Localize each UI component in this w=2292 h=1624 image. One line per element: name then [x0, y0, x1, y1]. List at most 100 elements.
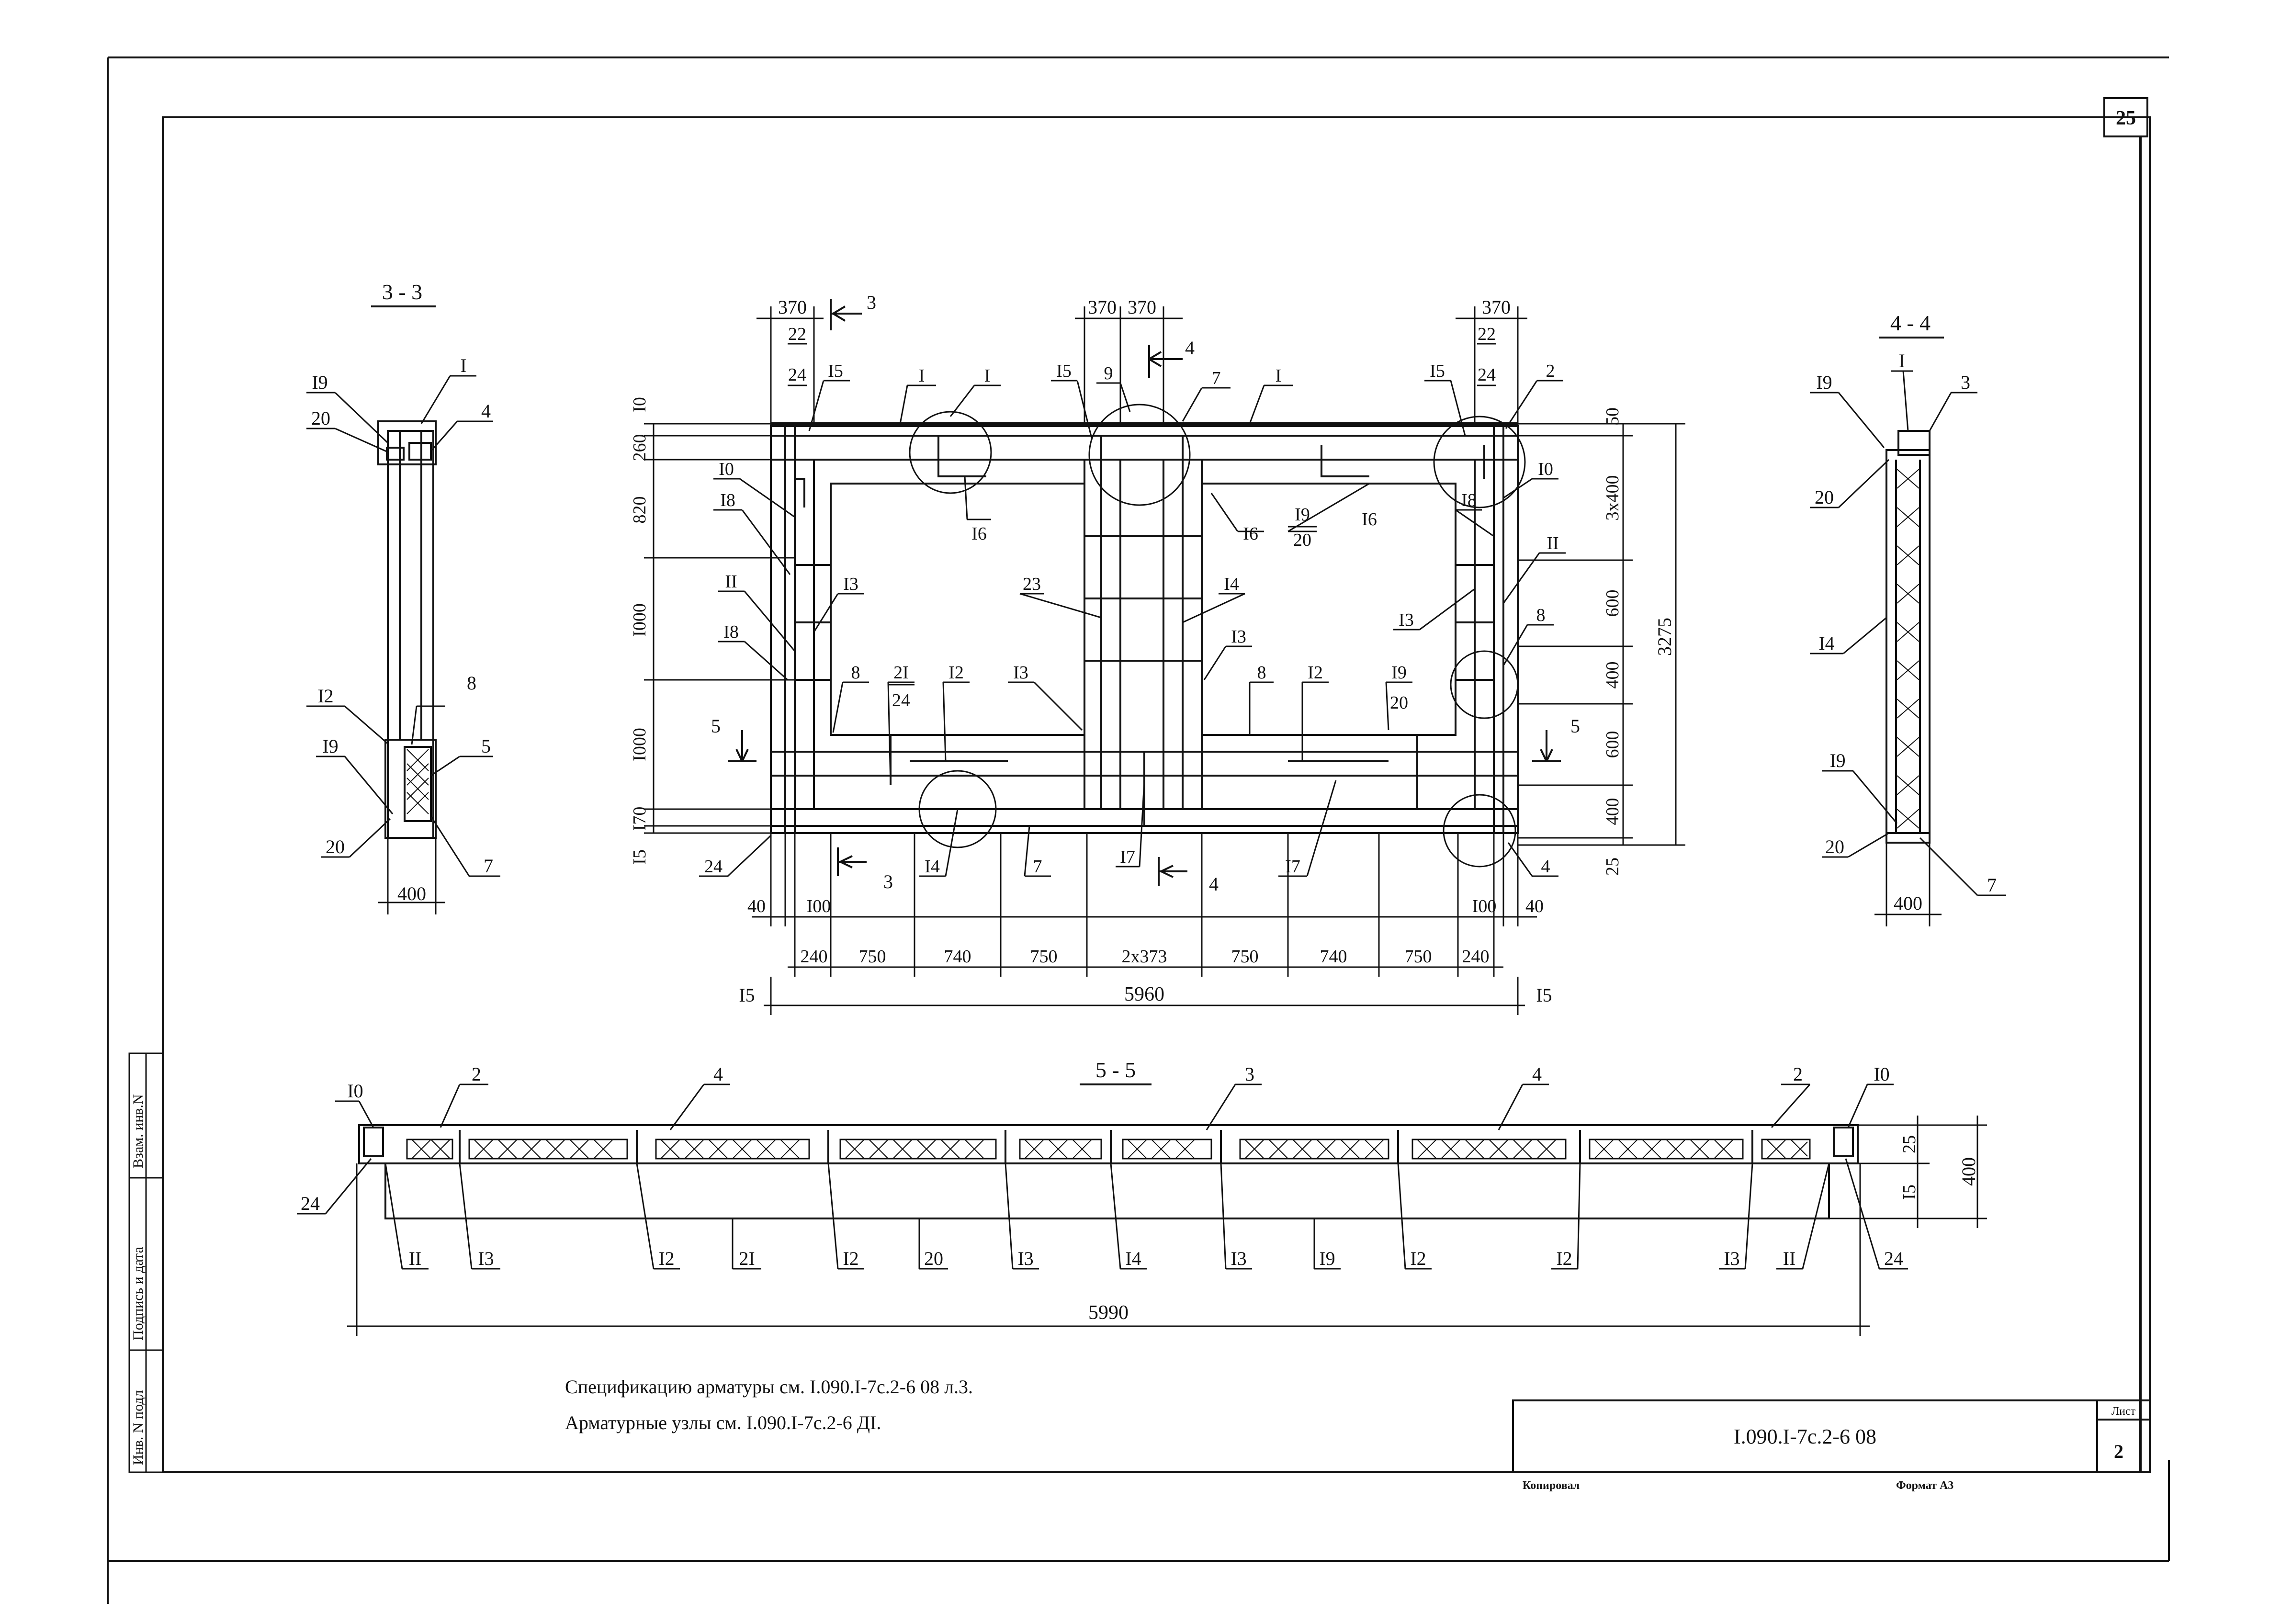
bottom-dim-750-b: 750 — [1030, 947, 1058, 967]
side-stamp — [128, 1052, 164, 1473]
label-22-left: 22 — [788, 324, 806, 344]
bottom-dim-100-right: I00 — [1472, 896, 1497, 916]
bottom-dim-750-a: 750 — [859, 947, 886, 967]
s55-total-width: 5990 — [1088, 1302, 1129, 1324]
label-12-a: I2 — [948, 663, 964, 683]
right-dim-600-a: 600 — [1603, 590, 1623, 617]
page-number: 25 — [2116, 107, 2136, 129]
s44-label-1: I — [1898, 350, 1905, 372]
label-8-a: 8 — [851, 663, 860, 683]
label-13-d: I3 — [1399, 610, 1414, 630]
stamp-inv-label: Инв. N подл — [130, 1390, 146, 1465]
left-dim-1000-b: I000 — [630, 728, 650, 761]
section-3-3-title: 3 - 3 — [382, 280, 422, 304]
right-dim-3x400: 3x400 — [1603, 475, 1623, 521]
s33-label-7: 7 — [484, 855, 493, 877]
right-dim-25: 25 — [1603, 857, 1623, 876]
label-15-c: I5 — [1430, 361, 1445, 381]
label-12-b: I2 — [1308, 663, 1323, 683]
end-mark-15-right: I5 — [1536, 984, 1552, 1006]
right-dim-400-b: 400 — [1603, 798, 1623, 825]
label-13-a: I3 — [843, 574, 858, 594]
label-15-a: I5 — [828, 361, 843, 381]
s55-bot-label-19: I9 — [1319, 1248, 1335, 1269]
bottom-dim-40-right: 40 — [1525, 896, 1544, 916]
label-8-c: 8 — [1536, 605, 1546, 625]
bottom-dim-2x373: 2x373 — [1122, 947, 1167, 967]
s44-label-20: 20 — [1815, 486, 1834, 508]
bottom-dim-740-a: 740 — [944, 947, 971, 967]
sheet-number: 2 — [2114, 1441, 2123, 1462]
s33-label-12: I2 — [317, 685, 333, 707]
s33-label-19b: I9 — [322, 735, 338, 757]
bottom-dim-750-c: 750 — [1231, 947, 1259, 967]
main-elevation: 370 370 370 370 22 24 22 24 3 4 — [630, 292, 1685, 1015]
doc-code: I.090.I-7c.2-6 08 — [1734, 1425, 1876, 1448]
s55-top-label-4-left: 4 — [713, 1063, 723, 1085]
left-dimension-chain — [644, 423, 795, 834]
s55-bot-label-20: 20 — [924, 1248, 943, 1269]
label-13-b: I3 — [1231, 627, 1246, 647]
s55-top-label-4-right: 4 — [1532, 1063, 1542, 1085]
bottom-dim-100-left: I00 — [807, 896, 831, 916]
s44-width: 400 — [1894, 892, 1922, 914]
section-4-4-title: 4 - 4 — [1890, 311, 1931, 335]
label-19-a: I9 — [1295, 505, 1310, 525]
elevation-total-width: 5960 — [1124, 983, 1164, 1005]
label-7-bottom: 7 — [1033, 857, 1042, 877]
s55-bottom-leaders — [297, 1158, 1908, 1270]
s55-dim-25: 25 — [1899, 1135, 1919, 1153]
section-4-4: 4 - 4 — [1810, 311, 2006, 926]
right-dim-400-a: 400 — [1603, 662, 1623, 689]
right-dim-600-b: 600 — [1603, 731, 1623, 758]
s55-bot-label-12-c: I2 — [1410, 1248, 1426, 1269]
s33-label-1: I — [460, 355, 466, 376]
label-9: 9 — [1104, 363, 1113, 383]
label-18-c: I8 — [1461, 490, 1477, 510]
left-dim-820: 820 — [630, 496, 650, 524]
label-18-a: I8 — [720, 490, 735, 510]
s44-label-19b: I9 — [1829, 750, 1845, 771]
s55-bot-label-13-b: I3 — [1017, 1248, 1033, 1269]
s55-bot-label-12-a: I2 — [658, 1248, 674, 1269]
label-15-b: I5 — [1056, 361, 1072, 381]
bottom-dim-240-right: 240 — [1462, 947, 1490, 967]
s55-bot-label-13-d: I3 — [1724, 1248, 1739, 1269]
s55-bot-label-21: 2I — [739, 1248, 755, 1269]
s55-hatch — [411, 1139, 1808, 1159]
s33-label-4: 4 — [481, 400, 491, 422]
end-mark-15-left: I5 — [739, 984, 755, 1006]
cut-mark-4-top — [1148, 345, 1183, 378]
label-1-c: I — [1276, 366, 1282, 386]
s55-bot-label-24-left: 24 — [301, 1193, 320, 1214]
stamp-sign-label: Подпись и дата — [130, 1247, 146, 1341]
s55-top-label-10-left: I0 — [347, 1080, 363, 1102]
s44-label-19: I9 — [1816, 372, 1832, 393]
label-17-a: I7 — [1120, 847, 1135, 867]
cut-5-right-label: 5 — [1570, 715, 1580, 737]
label-11-left: II — [725, 572, 737, 592]
format-label: Формат А3 — [1896, 1479, 1953, 1492]
label-11-right: II — [1547, 533, 1558, 553]
label-20-b: 20 — [1390, 693, 1408, 713]
s33-width: 400 — [397, 883, 426, 904]
left-dim-170: I70 — [630, 807, 650, 831]
s55-bot-label-12-d: I2 — [1556, 1248, 1572, 1269]
left-dim-10: I0 — [630, 397, 650, 412]
s33-label-20: 20 — [311, 407, 330, 429]
title-block — [1512, 1399, 2151, 1473]
top-dim-370-a: 370 — [778, 296, 807, 318]
top-dim-370-b: 370 — [1088, 296, 1117, 318]
s44-label-20b: 20 — [1825, 836, 1844, 857]
s33-label-5: 5 — [481, 735, 491, 757]
label-24-d: 24 — [892, 690, 910, 710]
label-23: 23 — [1023, 574, 1041, 594]
label-1-a: I — [919, 366, 925, 386]
s55-bot-label-13-a: I3 — [478, 1248, 494, 1269]
label-14-a: I4 — [1224, 574, 1239, 594]
label-10-right: I0 — [1538, 459, 1553, 479]
s44-label-14: I4 — [1818, 632, 1834, 654]
s55-dim-15: I5 — [1899, 1184, 1919, 1200]
bottom-dim-240-left: 240 — [801, 947, 828, 967]
